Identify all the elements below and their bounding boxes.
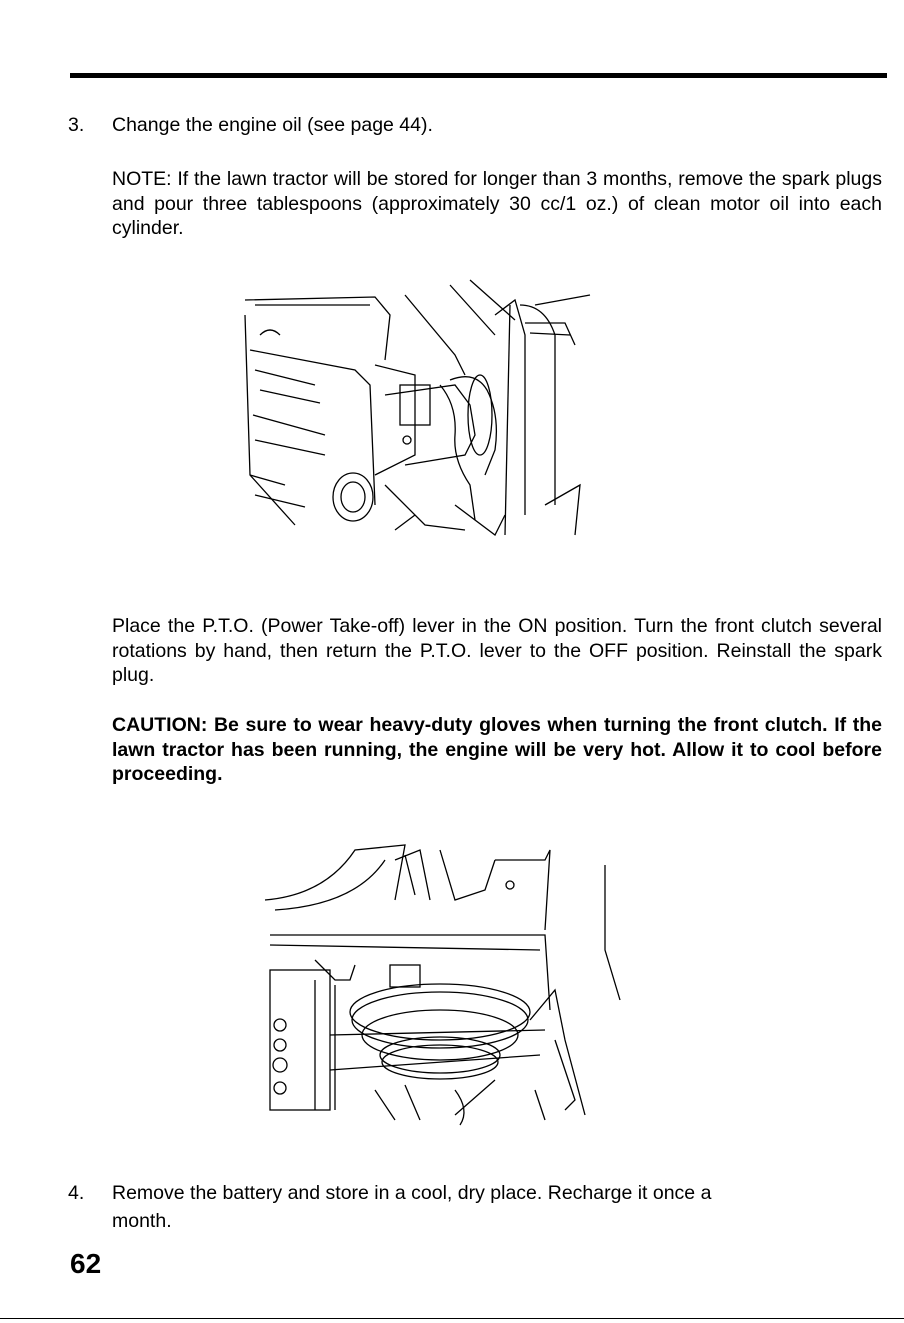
page-number: 62 <box>70 1248 102 1279</box>
front-clutch-illustration <box>264 844 621 1126</box>
spark-plug-illustration <box>244 279 591 536</box>
step-4-number: 4. <box>68 1182 85 1204</box>
step-4-text-line1: Remove the battery and store in a cool, … <box>112 1182 712 1204</box>
step-3-number: 3. <box>68 114 85 136</box>
caution-paragraph: CAUTION: Be sure to wear heavy-duty glov… <box>112 714 882 785</box>
top-rule <box>70 73 887 78</box>
note-paragraph: NOTE: If the lawn tractor will be stored… <box>112 168 882 239</box>
step-3-text: Change the engine oil (see page 44). <box>112 114 433 136</box>
bottom-rule <box>0 1318 904 1319</box>
step-4-text-line2: month. <box>112 1210 172 1232</box>
pto-instruction-paragraph: Place the P.T.O. (Power Take-off) lever … <box>112 615 882 686</box>
